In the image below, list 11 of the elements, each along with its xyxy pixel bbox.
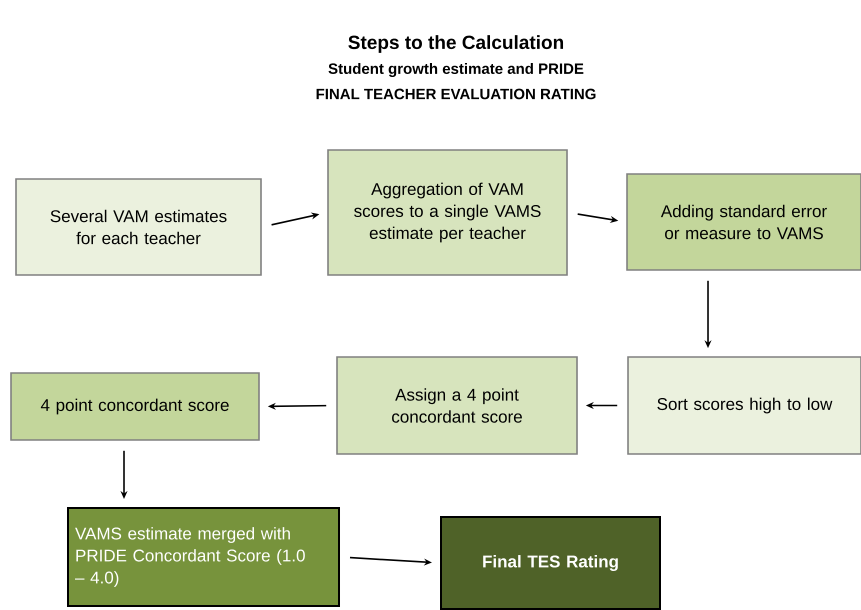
title: Steps to the Calculation	[348, 35, 564, 53]
process-box: Final TES Rating	[440, 516, 661, 610]
process-box: Several VAM estimates for each teacher	[15, 178, 262, 276]
subtitle: Student growth estimate and PRIDE	[328, 62, 584, 78]
process-box: 4 point concordant score	[10, 372, 260, 441]
process-box: VAMS estimate merged with PRIDE Concordant Score (1.0 – 4.0)	[67, 507, 340, 607]
process-box: Sort scores high to low	[627, 356, 861, 455]
process-box: Adding standard error or measure to VAMS	[626, 173, 861, 271]
process-box: Aggregation of VAM scores to a single VAMS estimate per teacher	[327, 149, 568, 276]
process-box: Assign a 4 point concordant score	[336, 356, 578, 455]
subtitle: FINAL TEACHER EVALUATION RATING	[316, 88, 596, 100]
